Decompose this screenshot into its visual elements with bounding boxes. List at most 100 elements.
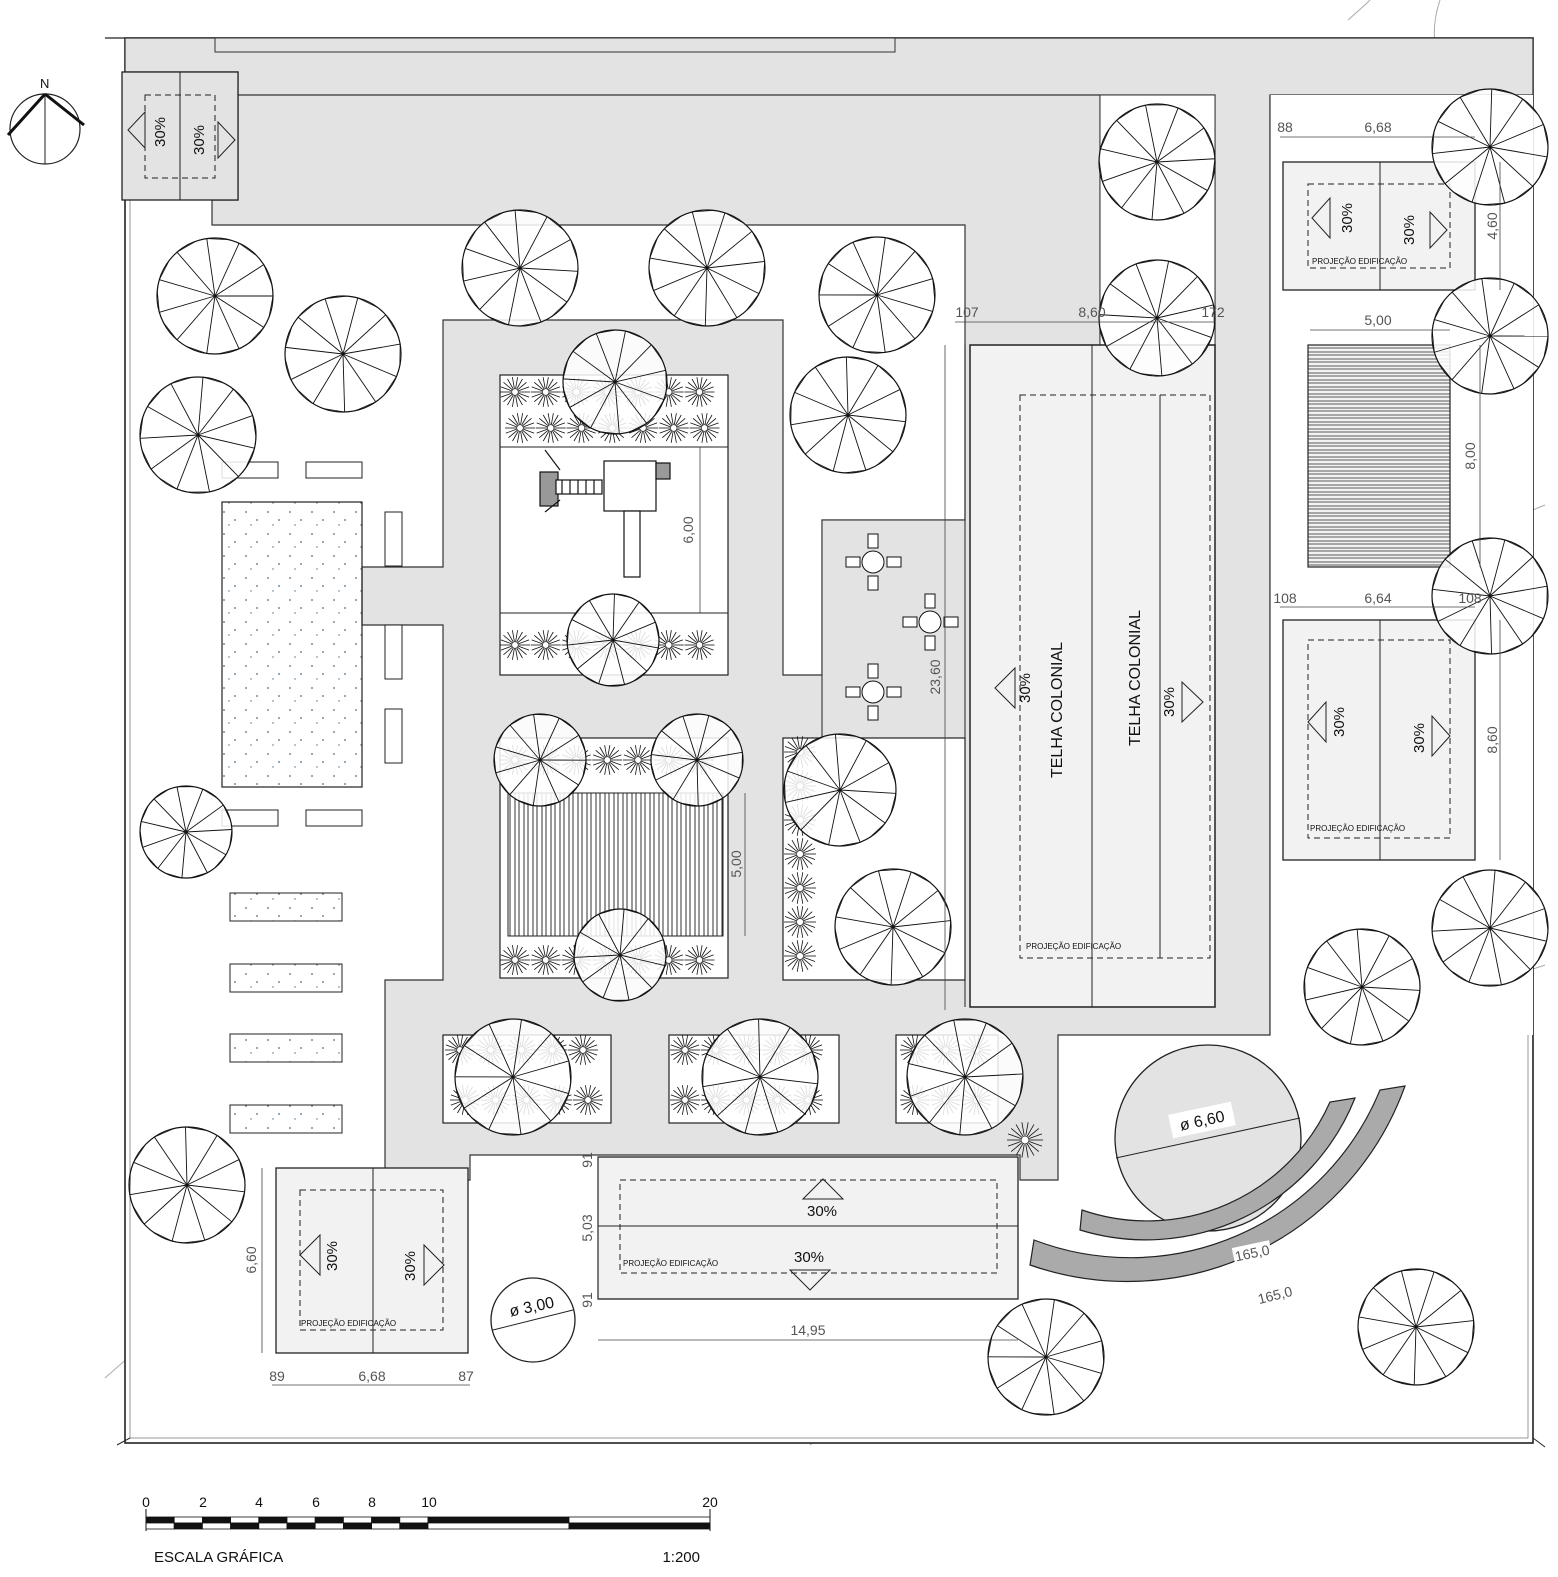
scale-segment	[145, 1516, 175, 1524]
dim-ne-small: 88	[1277, 119, 1293, 135]
scale-segment	[230, 1522, 260, 1530]
scale-segment	[399, 1516, 429, 1524]
shrub	[689, 413, 720, 443]
tree	[562, 329, 668, 435]
tree	[648, 209, 766, 327]
tree	[789, 356, 907, 474]
shrub	[784, 906, 816, 938]
dim-play-height: 6,00	[680, 516, 696, 543]
south-slope-top: 30%	[807, 1203, 837, 1220]
shrub	[505, 413, 535, 443]
shrub	[1007, 1122, 1043, 1158]
dim-sw-height: 6,60	[243, 1246, 259, 1273]
shrub	[670, 1035, 700, 1065]
main-projection-label: PROJEÇÃO EDIFICAÇÃO	[1026, 942, 1121, 951]
scale-segment	[568, 1516, 711, 1524]
dim-deck-width: 5,00	[1364, 312, 1391, 328]
tree	[1303, 928, 1421, 1046]
tree	[156, 237, 274, 355]
main-slope-right: 30%	[1161, 687, 1178, 717]
tree	[1357, 1268, 1475, 1386]
tree	[1431, 277, 1549, 395]
ne-projection-label: PROJEÇÃO EDIFICAÇÃO	[1312, 257, 1407, 266]
dim-sw-small-left: 89	[269, 1368, 285, 1384]
dim-south-width: 14,95	[790, 1322, 825, 1338]
dim-e-small-right: 108	[1458, 590, 1482, 606]
dim-e-small-left: 108	[1273, 590, 1297, 606]
north-arrow: N	[6, 76, 85, 165]
entry-slope-left: 30%	[152, 117, 169, 147]
curved-benches	[1029, 1085, 1406, 1308]
scale-segment	[342, 1516, 372, 1524]
dim-south-height: 5,03	[579, 1214, 595, 1241]
scale-tick-6: 6	[312, 1494, 320, 1510]
benches-dotted	[229, 892, 343, 1134]
sw-slope-left: 30%	[324, 1241, 341, 1271]
tree	[783, 733, 897, 847]
dim-south-small-top: 91	[579, 1152, 595, 1168]
tree	[139, 785, 233, 879]
e-slope-left: 30%	[1331, 707, 1348, 737]
shrub	[500, 945, 530, 975]
main-building: TELHA COLONIAL TELHA COLONIAL 30% 30% PR…	[964, 344, 1216, 1008]
sw-slope-right: 30%	[402, 1251, 419, 1281]
shrub	[573, 1085, 603, 1115]
wooden-deck	[1307, 344, 1451, 568]
roof-label-right: TELHA COLONIAL	[1127, 610, 1144, 746]
scale-segment	[201, 1522, 231, 1530]
southwest-building: 30% 30% PROJEÇÃO EDIFICAÇÃO	[275, 1167, 469, 1354]
scale-segment	[258, 1516, 288, 1524]
table-plaza	[821, 519, 966, 746]
scale-segment	[371, 1522, 401, 1530]
scale-segment	[173, 1516, 203, 1524]
scale-bar	[145, 1509, 711, 1531]
scale-segment	[314, 1522, 344, 1530]
e-slope-right: 30%	[1411, 723, 1428, 753]
scale-segment	[230, 1516, 260, 1524]
scale-segment	[399, 1522, 429, 1530]
dim-sw-small-right: 87	[458, 1368, 474, 1384]
scale-segment	[145, 1522, 175, 1530]
shrub	[784, 940, 816, 972]
tree	[461, 209, 579, 327]
shrub	[623, 745, 653, 775]
dim-e-height: 8,60	[1484, 726, 1500, 753]
shrub	[530, 377, 561, 407]
scale-segment	[342, 1522, 372, 1530]
scale-ratio: 1:200	[662, 1549, 700, 1566]
tree	[987, 1298, 1105, 1416]
dim-e-width: 6,64	[1364, 590, 1391, 606]
shrub	[530, 945, 561, 975]
play-structure	[539, 449, 671, 578]
entrance-kiosk: 30% 30%	[121, 71, 239, 201]
dimension-lines	[261, 136, 1501, 1386]
northeast-building: 30% 30% PROJEÇÃO EDIFICAÇÃO	[1282, 161, 1476, 291]
bench-inner-dim: 165,0	[1233, 1241, 1271, 1264]
scale-segment	[286, 1522, 316, 1530]
main-slope-left: 30%	[1017, 673, 1034, 703]
east-building: 30% 30% PROJEÇÃO EDIFICAÇÃO	[1282, 619, 1476, 861]
shrub	[535, 413, 566, 443]
dim-south-small-bottom: 91	[579, 1292, 595, 1308]
dim-ne-width: 6,68	[1364, 119, 1391, 135]
scale-segment	[201, 1516, 231, 1524]
tree	[818, 236, 936, 354]
scale-tick-0: 0	[142, 1494, 150, 1510]
scale-segment	[173, 1522, 203, 1530]
sand-area	[221, 501, 363, 788]
north-label: N	[40, 76, 49, 91]
graphic-scale: 0 2 4 6 8 10 20 ESCALA GRÁFICA 1:200	[142, 1494, 718, 1566]
scale-tick-10: 10	[421, 1494, 437, 1510]
tree	[1098, 259, 1216, 377]
tree	[1431, 869, 1549, 987]
circular-plaza: ø 6,60	[1114, 1044, 1302, 1232]
tree	[1431, 88, 1549, 206]
scale-segment	[427, 1522, 570, 1530]
tree	[701, 1018, 819, 1136]
scale-segment	[314, 1516, 344, 1524]
shrub	[592, 745, 623, 775]
tree	[128, 1126, 246, 1244]
scale-tick-4: 4	[255, 1494, 263, 1510]
tree	[1431, 537, 1549, 655]
